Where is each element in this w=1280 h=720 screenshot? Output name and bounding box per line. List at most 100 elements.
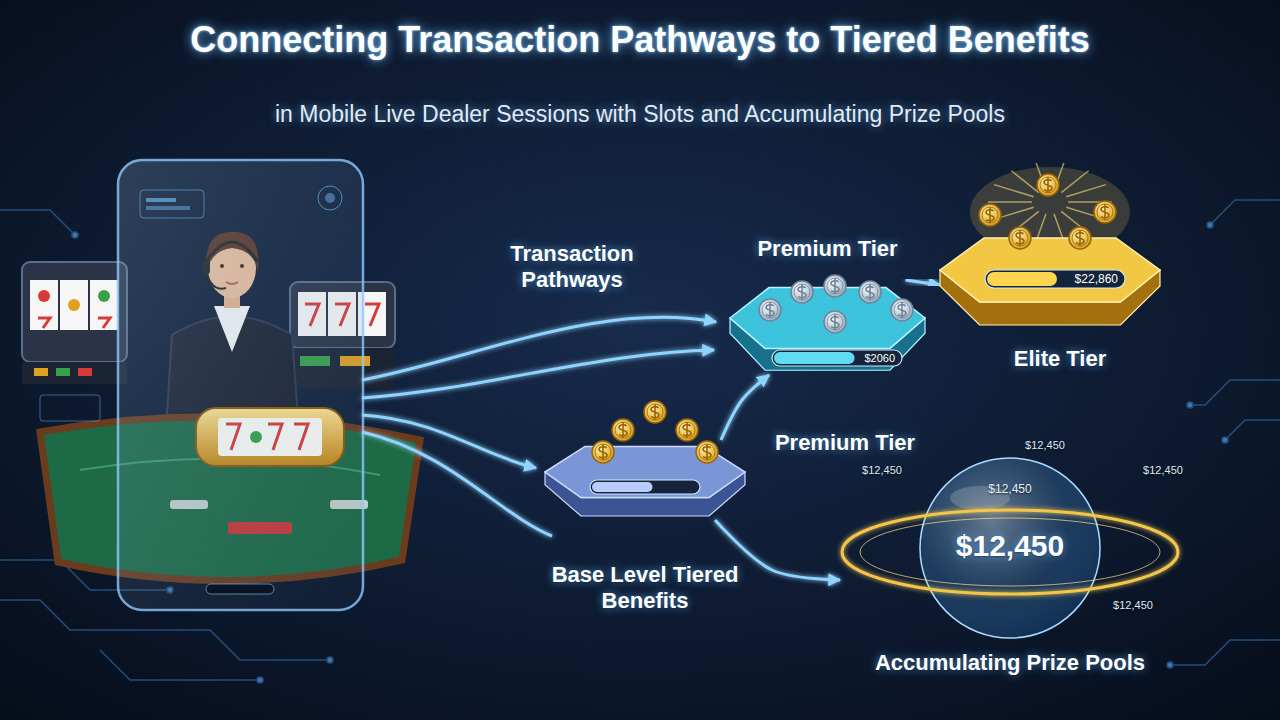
- currency-symbol: [651, 404, 659, 420]
- phone: [118, 160, 363, 610]
- currency-symbol: [986, 207, 994, 223]
- coin-face: [759, 299, 781, 321]
- currency-symbol: [1044, 177, 1052, 193]
- orbit-value: $12,450: [1128, 464, 1198, 477]
- transaction-pathways: [362, 432, 552, 536]
- coin-face: [592, 441, 614, 463]
- progress-fill: [987, 272, 1057, 286]
- circuit-lines: [72, 232, 78, 238]
- tier-heading: Base Level Tiered Benefits: [550, 562, 740, 614]
- slot-machine: [90, 280, 118, 330]
- orbit-value: $12,450: [1098, 599, 1168, 612]
- coin-face: [1009, 227, 1031, 249]
- phone: [146, 206, 190, 210]
- premium-tier-platform: Premium Tier$2060Premium Tier: [730, 280, 925, 375]
- platform-top: [940, 238, 1160, 302]
- coin-stack: [979, 174, 1116, 249]
- circuit-lines: [1225, 420, 1280, 440]
- sparkle-ray: [988, 201, 1032, 203]
- prize-pool-sphere: $12,450$12,450Accumulating Prize Pools: [840, 450, 1180, 640]
- coin-face: [824, 311, 846, 333]
- subtitle: in Mobile Live Dealer Sessions with Slot…: [90, 100, 1190, 128]
- coin-face: [1094, 201, 1116, 223]
- coin-icon: [859, 281, 881, 303]
- coin-face: [791, 281, 813, 303]
- coin-stack: [759, 275, 913, 333]
- title: Connecting Transaction Pathways to Tiere…: [0, 18, 1280, 61]
- coin-icon: [1094, 201, 1116, 223]
- coin-icon: [824, 275, 846, 297]
- phone: [40, 160, 363, 610]
- slot-machine: [22, 362, 127, 384]
- coin-face: [1069, 227, 1091, 249]
- slot-machine: [30, 280, 58, 330]
- pool-heading: Accumulating Prize Pools: [830, 650, 1190, 676]
- coin-icon: [696, 441, 718, 463]
- slot-machine: [38, 318, 50, 328]
- transaction-pathways: [362, 350, 714, 398]
- currency-symbol: [1076, 230, 1084, 246]
- circuit-lines: [1170, 640, 1280, 665]
- sparkle-ray: [1054, 214, 1064, 241]
- slot-machine: [38, 290, 50, 302]
- coin-face: [891, 299, 913, 321]
- slot-machine: [365, 304, 379, 326]
- coin-rim: [647, 404, 663, 420]
- circuit-lines: [1167, 662, 1173, 668]
- circuit-lines: [0, 210, 75, 235]
- coin-icon: [1009, 227, 1031, 249]
- circuit-lines: [100, 650, 260, 680]
- circuit-lines: [1190, 380, 1280, 405]
- orbit-ring: [842, 510, 1178, 594]
- sparkle-ray: [1036, 214, 1046, 241]
- node-shape: [940, 230, 1160, 330]
- coin-icon: [612, 419, 634, 441]
- elite-tier-platform: $22,860Elite Tier: [940, 230, 1160, 330]
- slot-machine: [98, 290, 110, 302]
- node-shape: [730, 280, 925, 375]
- coin-face: [676, 419, 698, 441]
- node-shape: [545, 440, 745, 520]
- currency-symbol: [831, 278, 839, 294]
- progress-fill: [774, 352, 855, 364]
- phone: [206, 584, 274, 594]
- base-tier-platform: Base Level Tiered Benefits: [545, 440, 745, 520]
- phone: [325, 193, 335, 203]
- slot-machine: [60, 280, 88, 330]
- orbit-value: $12,450: [1010, 439, 1080, 452]
- coin-icon: [644, 401, 666, 423]
- coin-icon: [791, 281, 813, 303]
- coin-rim: [862, 284, 878, 300]
- progress-track: [985, 270, 1125, 288]
- currency-symbol: [766, 302, 774, 318]
- coin-face: [979, 204, 1001, 226]
- slot-machine: [78, 368, 92, 376]
- coin-rim: [1012, 230, 1028, 246]
- progress-value: $2060: [772, 350, 902, 366]
- currency-symbol: [1101, 204, 1109, 220]
- pathway-label: Transaction Pathways: [487, 241, 657, 293]
- slot-machine: [22, 262, 127, 384]
- currency-symbol: [599, 444, 607, 460]
- phone: [40, 395, 100, 421]
- coin-rim: [982, 207, 998, 223]
- phone: [146, 198, 176, 202]
- slot-machine: [34, 368, 48, 376]
- coin-icon: [592, 441, 614, 463]
- circuit-lines: [1222, 437, 1228, 443]
- currency-symbol: [898, 302, 906, 318]
- transaction-pathways: [362, 415, 536, 468]
- circuit-lines: [1187, 402, 1193, 408]
- currency-symbol: [703, 444, 711, 460]
- currency-symbol: [798, 284, 806, 300]
- orbit-value: $12,450: [847, 464, 917, 477]
- slot-machine: [56, 368, 70, 376]
- coin-rim: [1097, 204, 1113, 220]
- coin-face: [612, 419, 634, 441]
- coin-face: [824, 275, 846, 297]
- circuit-lines: [1210, 200, 1280, 225]
- sparkle-ray: [1011, 171, 1038, 193]
- coin-rim: [1040, 177, 1056, 193]
- phone: [318, 186, 342, 210]
